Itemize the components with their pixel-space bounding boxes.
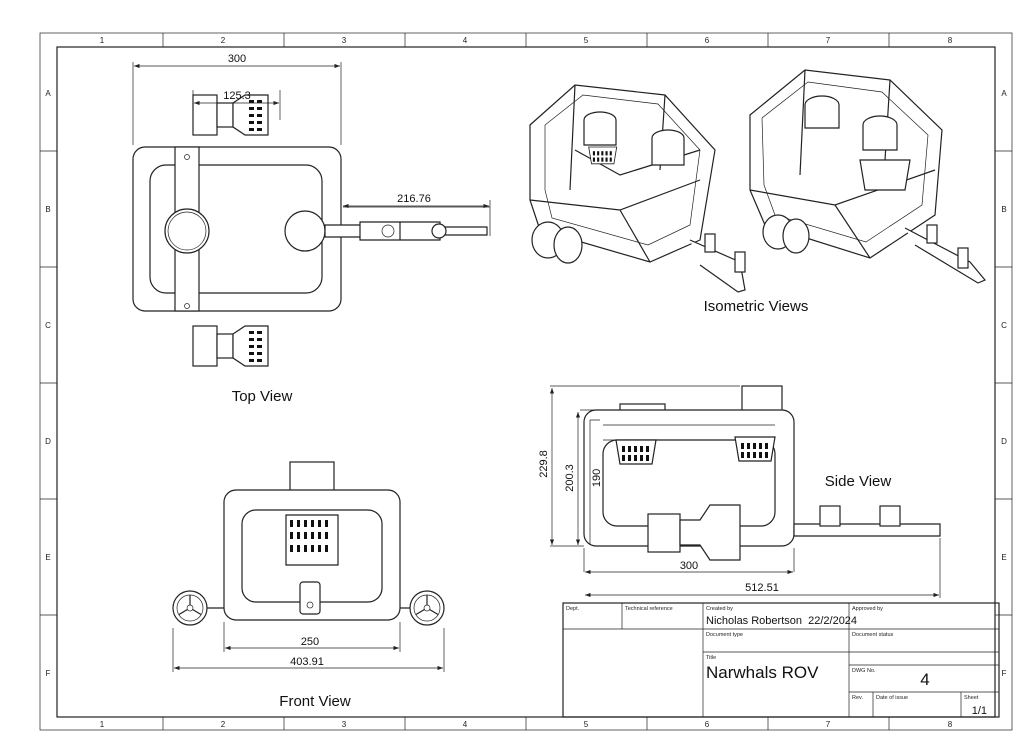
- svg-text:C: C: [1001, 321, 1007, 330]
- sheet-value: 1/1: [972, 705, 987, 717]
- sheet-label: Sheet: [964, 695, 979, 701]
- svg-text:5: 5: [584, 720, 589, 729]
- svg-text:D: D: [45, 437, 51, 446]
- svg-text:A: A: [1001, 89, 1007, 98]
- svg-text:3: 3: [342, 36, 347, 45]
- svg-text:8: 8: [948, 720, 953, 729]
- svg-text:F: F: [1002, 669, 1007, 678]
- dim-top-overall-width: 300: [228, 53, 246, 65]
- svg-text:4: 4: [463, 36, 468, 45]
- isometric-views: Isometric Views: [529, 69, 986, 315]
- side-view: 229.8 200.3 190 300 512.51 Side View: [538, 385, 941, 598]
- dim-top-thruster-span: 125.3: [223, 90, 251, 102]
- dim-front-frame-width: 250: [301, 636, 319, 648]
- dim-top-tether-length: 216.76: [397, 193, 431, 205]
- dim-side-height-frame: 200.3: [564, 464, 576, 492]
- title-label: Title: [706, 655, 716, 661]
- svg-text:C: C: [45, 321, 51, 330]
- dim-side-height-total: 229.8: [538, 450, 550, 478]
- rev-label: Rev.: [852, 695, 863, 701]
- svg-text:D: D: [1001, 437, 1007, 446]
- dim-side-height-inner: 190: [591, 469, 603, 487]
- dim-side-overall-length: 512.51: [745, 582, 779, 594]
- svg-text:7: 7: [826, 36, 831, 45]
- isometric-views-label: Isometric Views: [704, 298, 809, 315]
- dept-label: Dept.: [566, 606, 580, 612]
- top-view-label: Top View: [232, 388, 293, 405]
- title-value: Narwhals ROV: [706, 663, 819, 682]
- svg-text:6: 6: [705, 720, 710, 729]
- svg-text:2: 2: [221, 36, 226, 45]
- svg-text:B: B: [1001, 205, 1006, 214]
- svg-text:7: 7: [826, 720, 831, 729]
- svg-text:A: A: [45, 89, 51, 98]
- zone-column-labels-top: 1 2 3 4 5 6 7 8: [100, 36, 953, 45]
- isometric-view-solid: [529, 84, 746, 293]
- zone-row-labels-left: A B C D E F: [45, 89, 51, 678]
- top-view: 300 125.3 216.76 Top View: [132, 53, 491, 405]
- dwg-no-label: DWG No.: [852, 668, 876, 674]
- svg-text:E: E: [45, 553, 50, 562]
- dwg-no-value: 4: [920, 670, 929, 689]
- doc-type-label: Document type: [706, 632, 743, 638]
- zone-row-labels-right: A B C D E F: [1001, 89, 1007, 678]
- svg-text:B: B: [45, 205, 50, 214]
- svg-text:5: 5: [584, 36, 589, 45]
- svg-text:2: 2: [221, 720, 226, 729]
- drawing-border: [39, 32, 1013, 731]
- date-of-issue-label: Date of issue: [876, 695, 908, 701]
- title-block: Dept. Technical reference Created by Nic…: [562, 602, 1000, 718]
- svg-text:6: 6: [705, 36, 710, 45]
- doc-status-label: Document status: [852, 632, 894, 638]
- svg-text:F: F: [46, 669, 51, 678]
- approved-by-label: Approved by: [852, 606, 883, 612]
- front-view: 250 403.91 Front View: [172, 461, 445, 710]
- dim-side-frame-length: 300: [680, 560, 698, 572]
- svg-text:1: 1: [100, 720, 105, 729]
- isometric-view-wireframe: [749, 69, 986, 284]
- svg-text:8: 8: [948, 36, 953, 45]
- svg-text:E: E: [1001, 553, 1006, 562]
- zone-column-labels-bottom: 1 2 3 4 5 6 7 8: [100, 720, 953, 729]
- dim-front-overall-width: 403.91: [290, 656, 324, 668]
- created-by-label: Created by: [706, 606, 733, 612]
- svg-text:4: 4: [463, 720, 468, 729]
- created-by-value: Nicholas Robertson 22/2/2024: [706, 615, 857, 627]
- svg-text:1: 1: [100, 36, 105, 45]
- side-view-label: Side View: [825, 473, 892, 490]
- front-view-label: Front View: [279, 693, 351, 710]
- svg-text:3: 3: [342, 720, 347, 729]
- tech-ref-label: Technical reference: [625, 606, 673, 612]
